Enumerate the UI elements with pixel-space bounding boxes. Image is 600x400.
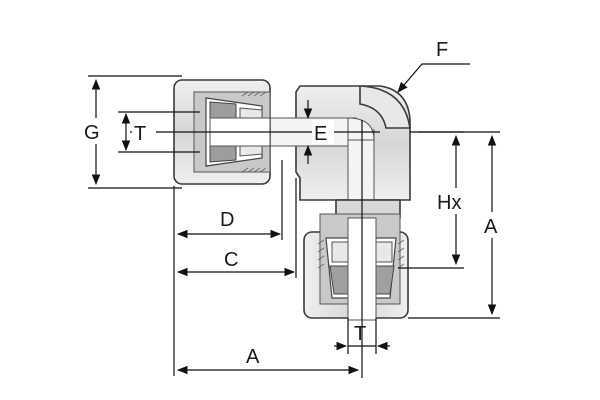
label-t-bottom: T xyxy=(354,323,366,345)
dimension-a-right: A xyxy=(408,131,504,319)
label-e: E xyxy=(314,123,327,145)
dimension-a-bottom: A xyxy=(176,346,360,375)
label-t-left: T xyxy=(134,123,146,145)
label-g: G xyxy=(84,122,100,144)
elbow-body xyxy=(269,85,411,219)
label-c: C xyxy=(224,249,238,271)
label-a-right: A xyxy=(484,216,498,238)
dimension-d: D xyxy=(173,160,283,376)
label-f: F xyxy=(436,39,448,61)
leader-f: F xyxy=(397,39,470,93)
dimension-g: G xyxy=(84,75,182,189)
dimension-t-left: T xyxy=(118,111,200,153)
label-d: D xyxy=(220,209,234,231)
dimension-t-bottom: T xyxy=(334,318,390,354)
dimension-e: E xyxy=(303,100,334,164)
label-hx: Hx xyxy=(437,192,461,214)
label-a-bottom: A xyxy=(246,346,260,368)
dimension-hx: Hx xyxy=(398,131,474,269)
dimension-c: C xyxy=(176,178,297,278)
bottom-nut xyxy=(303,199,409,321)
